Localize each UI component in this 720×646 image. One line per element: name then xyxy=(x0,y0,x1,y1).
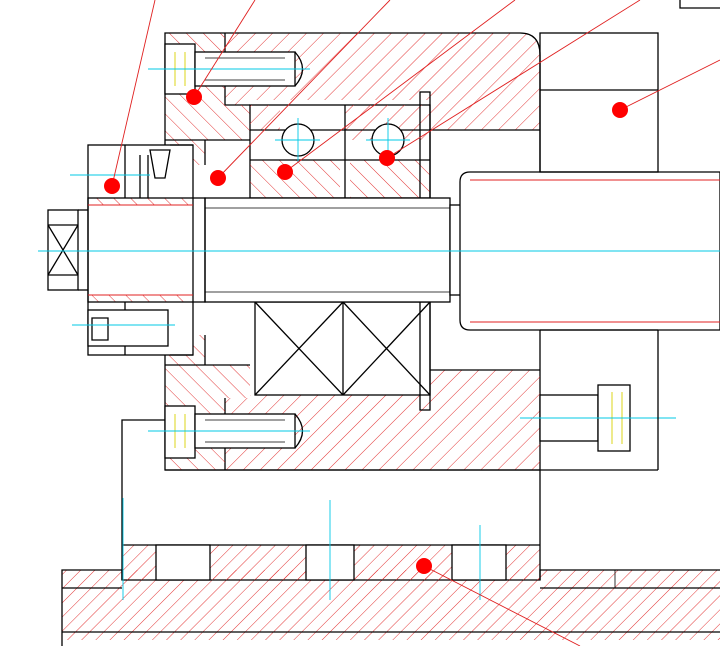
frame-corner xyxy=(679,0,720,9)
shaft-end-hex xyxy=(47,209,88,291)
base-plate xyxy=(61,569,720,646)
support-stand xyxy=(121,419,541,600)
cap-screw-top xyxy=(148,43,310,95)
balloon-4[interactable] xyxy=(277,164,293,180)
cap-screw-bottom xyxy=(148,405,310,459)
balloon-5[interactable] xyxy=(379,150,395,166)
balloon-1[interactable] xyxy=(104,178,120,194)
ball-bearing-bottom xyxy=(254,299,431,411)
balloon-6[interactable] xyxy=(612,102,628,118)
leader-lines xyxy=(111,0,720,646)
ball-bearing-top xyxy=(249,91,431,213)
balloon-3[interactable] xyxy=(210,170,226,186)
balloon-2[interactable] xyxy=(186,89,202,105)
balloon-markers xyxy=(104,89,628,574)
cap-screw-right xyxy=(520,384,676,452)
balloon-7[interactable] xyxy=(416,558,432,574)
lock-nut xyxy=(70,144,206,356)
